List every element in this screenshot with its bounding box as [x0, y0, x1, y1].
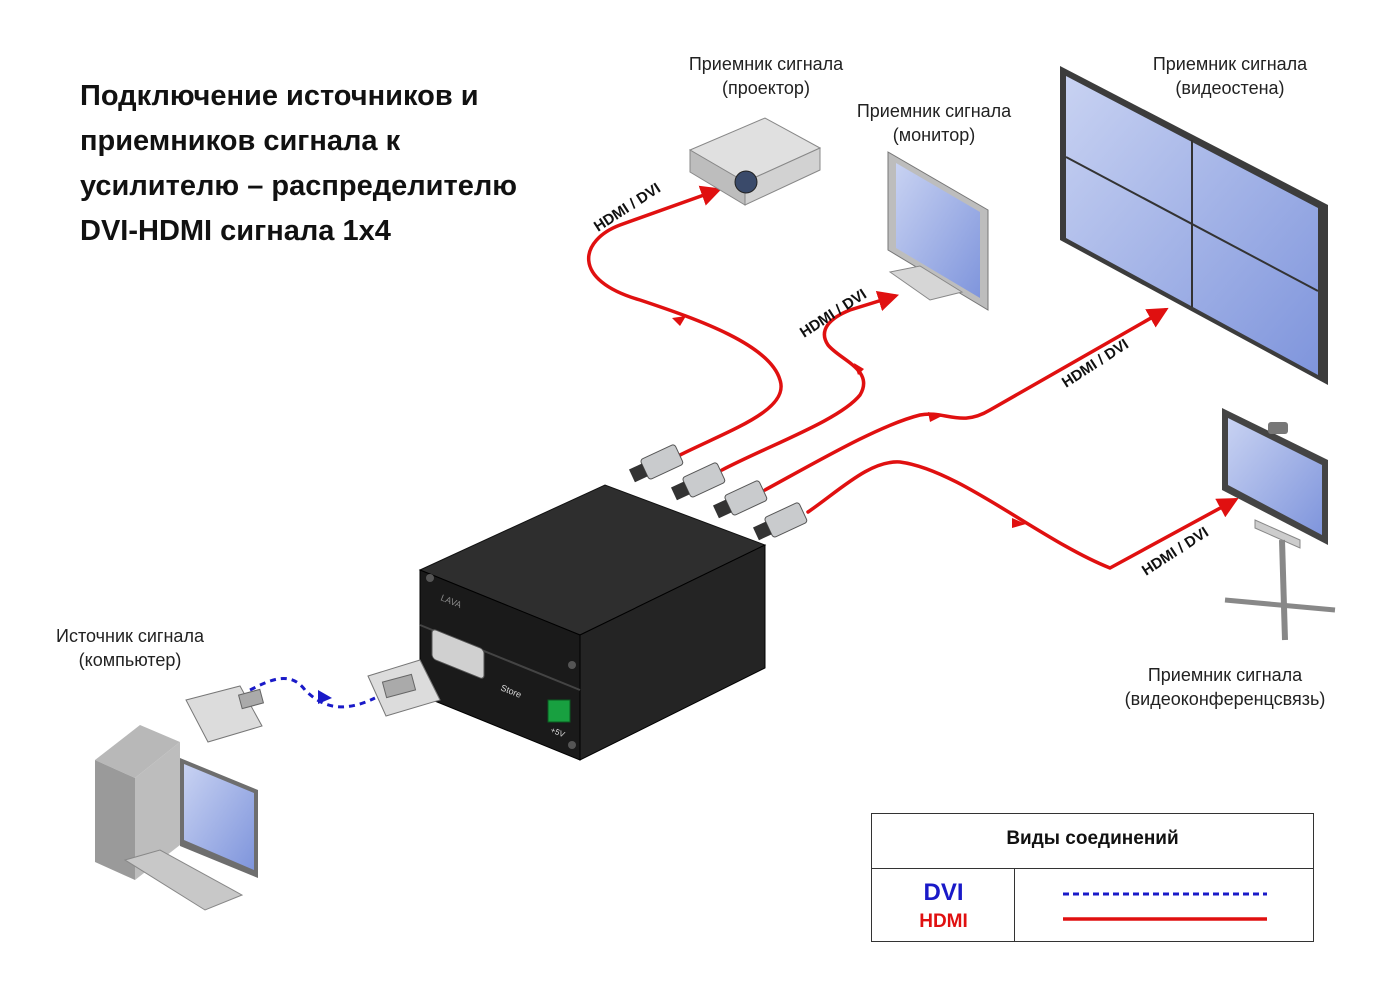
cable-to-videoconf	[806, 460, 1239, 570]
label-source: Источник сигнала(компьютер)	[56, 626, 204, 670]
hdmi-midpoint-arrows	[672, 316, 1026, 528]
dvi-cable	[249, 676, 376, 709]
title-line: приемников сигнала к	[80, 125, 401, 157]
legend-lines	[1063, 892, 1267, 921]
dvi-plug-computer	[185, 685, 265, 743]
dvi-arrow	[318, 690, 332, 704]
legend: Виды соединений DVI HDMI	[871, 813, 1314, 942]
cable-label-monitor: HDMI / DVI	[797, 286, 870, 342]
legend-labels: DVI HDMI	[872, 869, 1015, 942]
legend-dvi-label: DVI	[923, 879, 964, 906]
title-line: усилителю – распределителю	[80, 170, 518, 202]
computer	[95, 725, 258, 911]
projector	[688, 117, 822, 206]
title-line: DVI-HDMI сигнала 1х4	[80, 215, 391, 247]
hdmi-plugs	[629, 444, 808, 541]
title-line: Подключение источников и	[80, 80, 479, 112]
dvi-plug-device	[367, 659, 441, 717]
cable-to-monitor	[720, 290, 900, 472]
cable-to-videowall	[763, 307, 1169, 492]
videoconf-cart	[1222, 408, 1336, 641]
cable-to-projector	[586, 185, 783, 457]
label-videoconf: Приемник сигнала(видеоконференцсвязь)	[1124, 665, 1326, 709]
dvi-port	[431, 629, 485, 679]
video-wall	[1060, 66, 1328, 385]
label-videowall: Приемник сигнала(видеостена)	[1152, 54, 1308, 98]
monitor	[887, 151, 989, 311]
legend-title: Виды соединений	[872, 814, 1313, 869]
legend-hdmi-label: HDMI	[919, 911, 968, 932]
label-monitor: Приемник сигнала(монитор)	[856, 101, 1012, 145]
diagram-title: Подключение источников и приемников сигн…	[80, 74, 600, 254]
power-terminal	[547, 699, 571, 723]
splitter-device: LAVA Store +5V	[418, 484, 767, 761]
cable-label-projector: HDMI / DVI	[591, 180, 664, 236]
hdmi-cables	[586, 185, 1239, 570]
label-projector: Приемник сигнала(проектор)	[688, 54, 844, 98]
